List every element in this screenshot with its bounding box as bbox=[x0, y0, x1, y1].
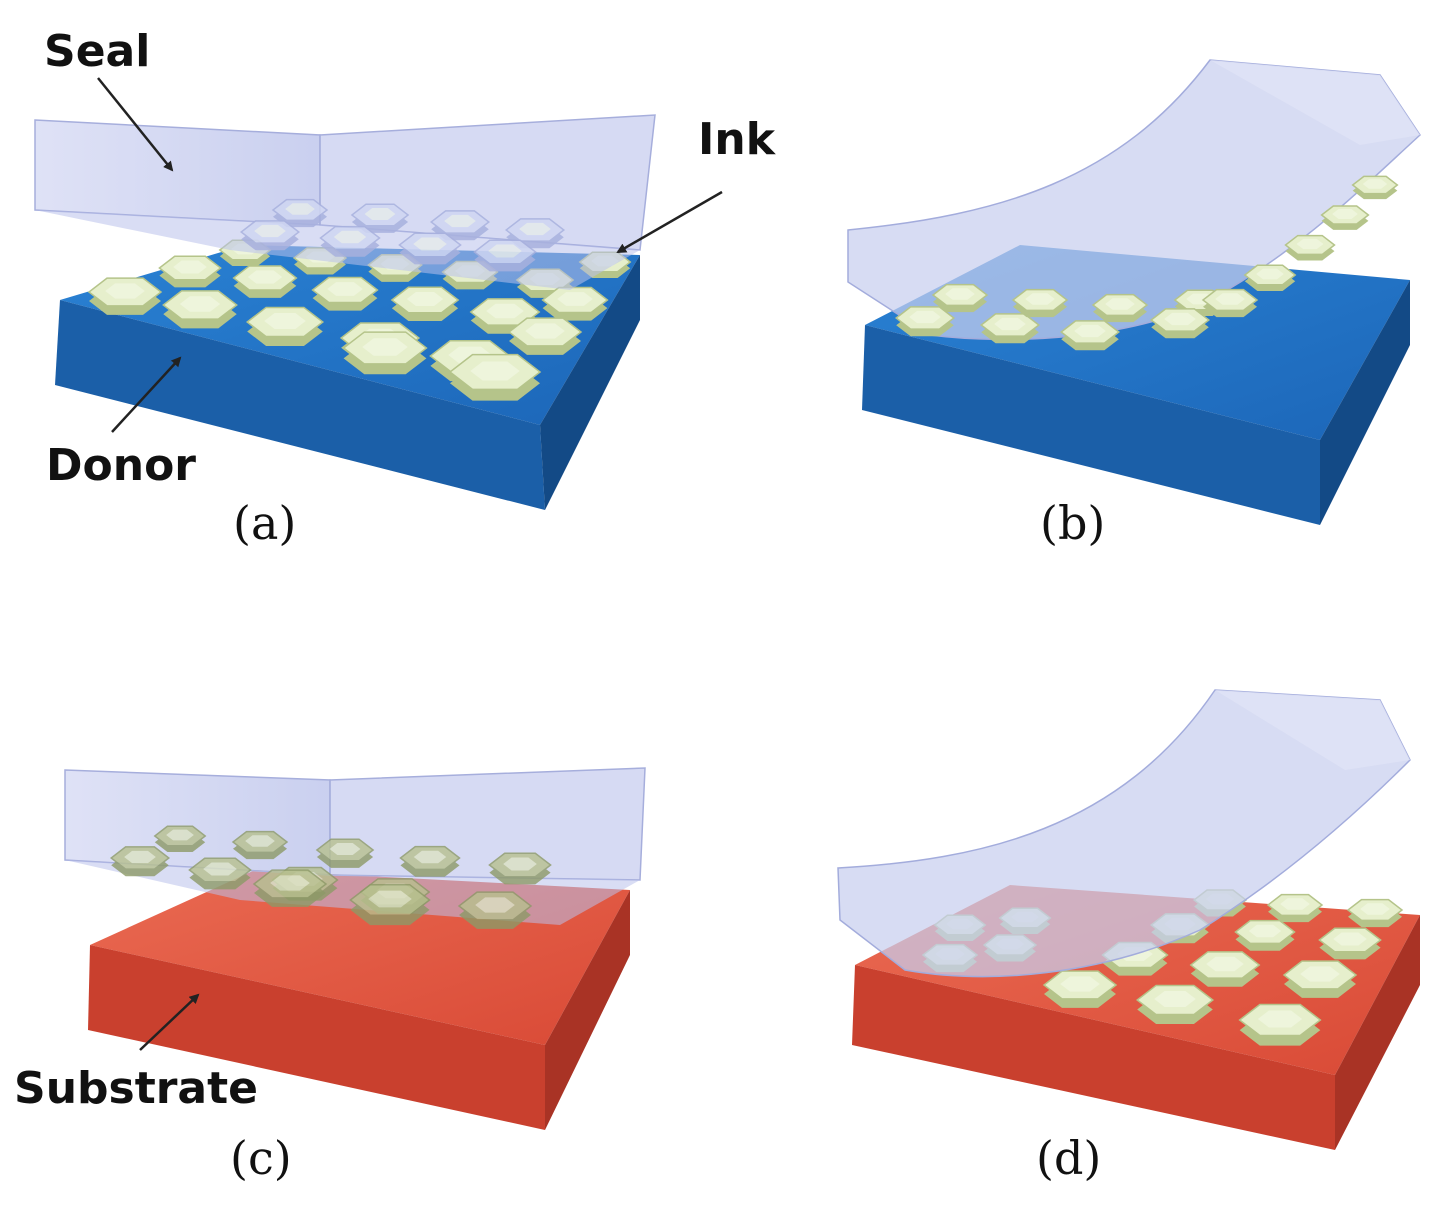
panel-d-caption: (d) bbox=[1036, 1135, 1101, 1181]
ink-hexagon bbox=[1322, 206, 1369, 230]
seal-label: Seal bbox=[44, 30, 150, 74]
ink-hexagon bbox=[1286, 236, 1335, 261]
panel-b-caption: (b) bbox=[1040, 500, 1105, 546]
panel-d bbox=[838, 690, 1420, 1150]
panel-b bbox=[848, 60, 1420, 525]
donor-label: Donor bbox=[46, 444, 196, 488]
panel-a-caption: (a) bbox=[233, 500, 296, 546]
substrate-label: Substrate bbox=[14, 1067, 258, 1111]
seal-block bbox=[65, 770, 330, 875]
panel-c-caption: (c) bbox=[230, 1135, 292, 1181]
ink-hexagon bbox=[1353, 176, 1398, 199]
seal-block-side bbox=[330, 768, 645, 880]
ink-label: Ink bbox=[698, 118, 775, 162]
